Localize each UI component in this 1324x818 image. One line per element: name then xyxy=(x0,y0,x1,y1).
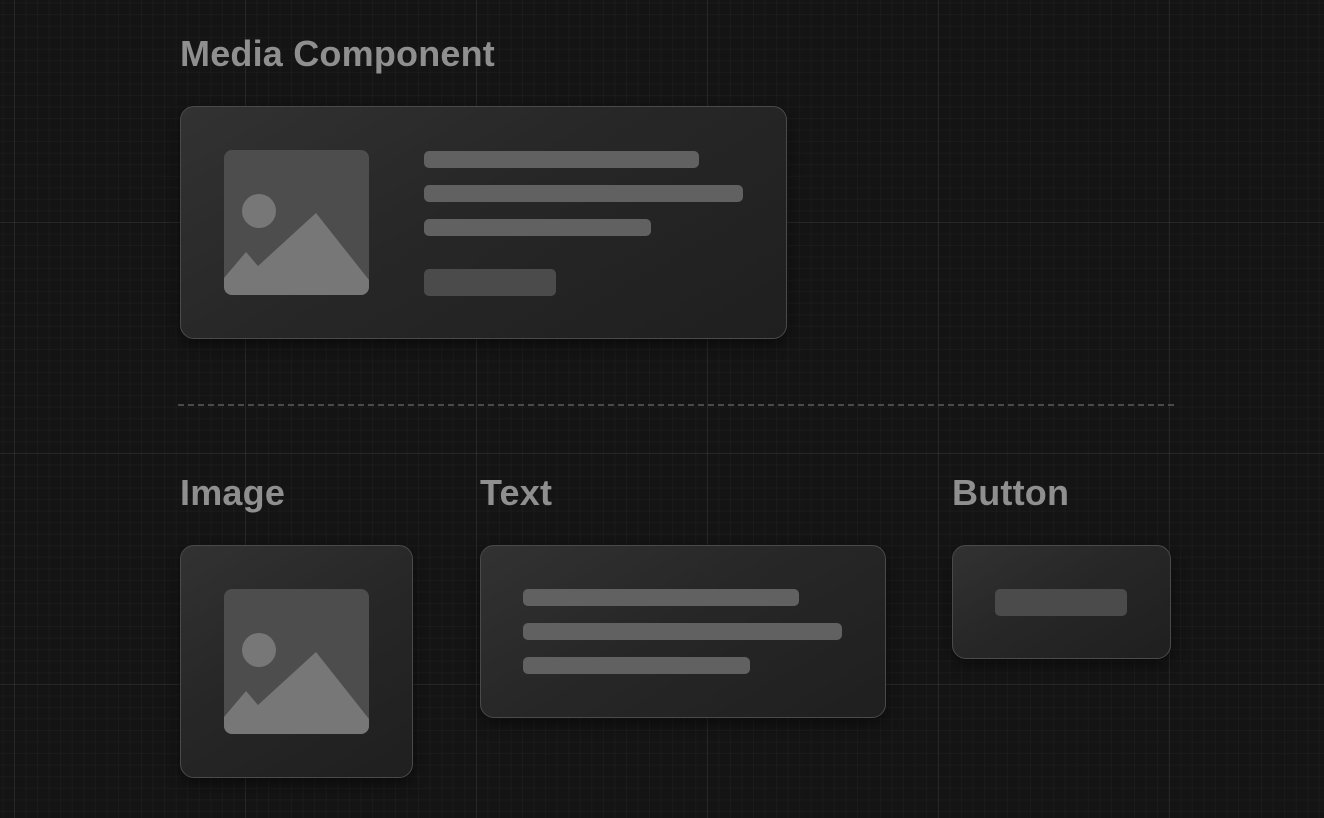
image-heading: Image xyxy=(180,472,286,513)
text-line xyxy=(523,623,842,640)
media-component-text-line xyxy=(424,219,651,236)
text-line xyxy=(523,589,799,606)
button-placeholder xyxy=(995,589,1127,616)
media-component-card xyxy=(180,106,787,339)
media-component-text-line xyxy=(424,151,699,168)
image-placeholder-icon xyxy=(224,194,369,295)
image-card xyxy=(180,545,413,778)
media-component-text-line xyxy=(424,185,743,202)
media-component-image xyxy=(224,150,369,295)
media-component-heading: Media Component xyxy=(180,33,495,74)
image-placeholder xyxy=(224,589,369,734)
section-divider xyxy=(178,404,1174,406)
button-card xyxy=(952,545,1171,659)
text-line xyxy=(523,657,750,674)
media-component-button xyxy=(424,269,556,296)
image-placeholder-icon xyxy=(224,633,369,734)
button-heading: Button xyxy=(952,472,1070,513)
text-heading: Text xyxy=(480,472,553,513)
text-card xyxy=(480,545,886,718)
